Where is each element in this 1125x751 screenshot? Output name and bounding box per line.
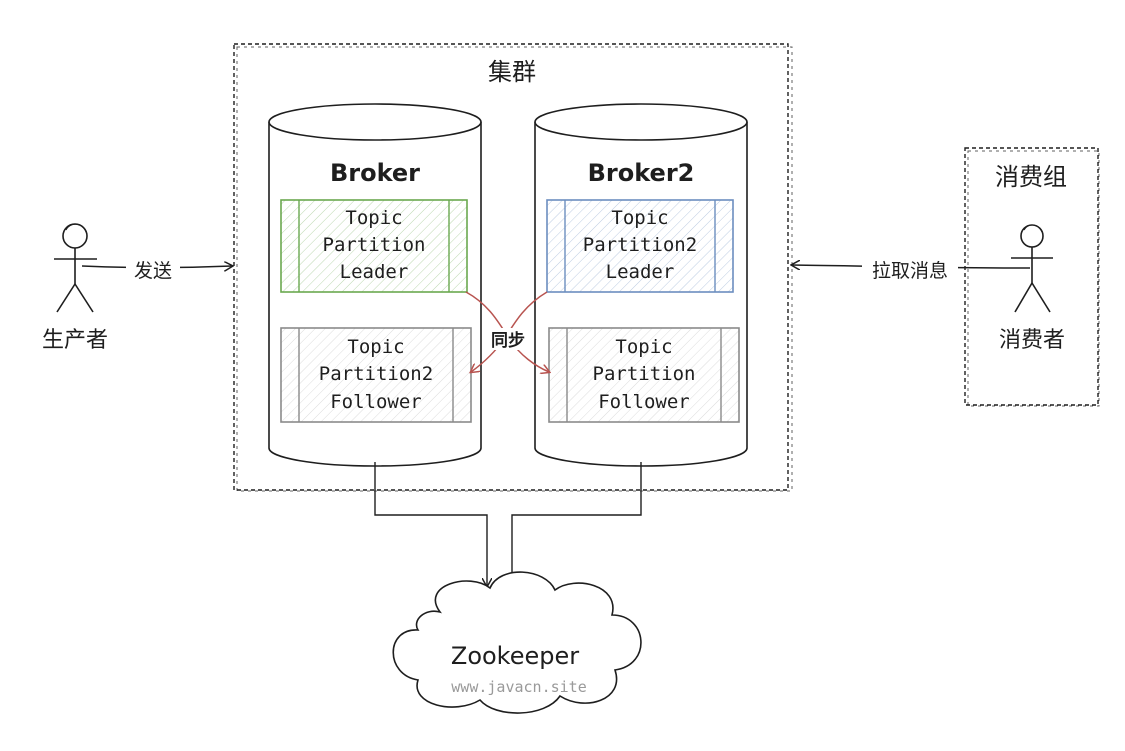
broker-1-leader-line-2: Partition [323, 234, 426, 256]
zookeeper-cloud-icon [392, 571, 642, 714]
broker-2-title: Broker2 [588, 159, 695, 187]
send-label-background [126, 256, 180, 280]
consumer-group-label: 消费组 [995, 163, 1067, 191]
broker-2-leader-line-1: Topic [611, 207, 668, 229]
zookeeper-label: Zookeeper [451, 642, 579, 670]
broker-1-follower-line-3: Follower [330, 391, 422, 413]
producer-figure-icon [54, 223, 97, 313]
pull-label: 拉取消息 [872, 260, 948, 282]
send-label: 发送 [134, 260, 172, 282]
broker-2-follower-partition: Topic Partition Follower [548, 327, 740, 423]
cluster-label: 集群 [488, 58, 536, 86]
sync-label: 同步 [491, 330, 525, 351]
consumer-label: 消费者 [999, 328, 1065, 353]
broker-2-leader-partition: Topic Partition2 Leader [546, 199, 734, 293]
broker-2-leader-line-3: Leader [606, 261, 675, 283]
broker-1-follower-line-1: Topic [347, 336, 404, 358]
consumer-figure-icon [1011, 224, 1053, 313]
watermark-text: www.javacn.site [451, 678, 586, 696]
pull-label-background [862, 256, 958, 280]
broker-1-leader-line-3: Leader [340, 261, 409, 283]
sync-label-background [488, 328, 528, 350]
broker-2-leader-line-2: Partition2 [583, 234, 697, 256]
broker-2-follower-line-3: Follower [598, 391, 690, 413]
broker-1-title: Broker [330, 159, 420, 187]
broker-1-leader-line-1: Topic [345, 207, 402, 229]
broker-1-follower-partition: Topic Partition2 Follower [280, 327, 472, 423]
broker-1-follower-line-2: Partition2 [319, 363, 433, 385]
broker-2-follower-line-1: Topic [615, 336, 672, 358]
producer-label: 生产者 [42, 328, 108, 353]
zookeeper-connectors [374, 462, 642, 586]
broker-1-leader-partition: Topic Partition Leader [280, 199, 468, 293]
consumer-group-frame [964, 147, 1100, 407]
broker-2-follower-line-2: Partition [593, 363, 696, 385]
